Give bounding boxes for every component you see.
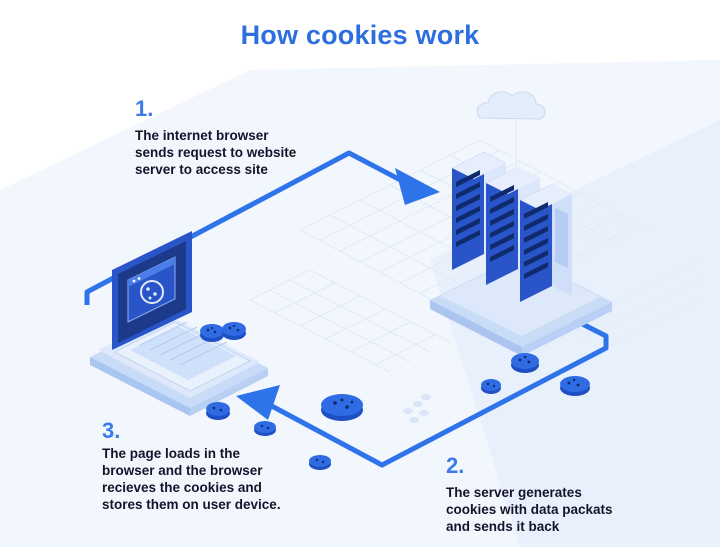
step-2-number: 2. — [446, 453, 465, 478]
arrow-line-response — [266, 302, 609, 468]
step-1-number: 1. — [135, 96, 154, 121]
server-rack-icon — [430, 118, 612, 356]
arrow-head-to-server — [395, 168, 440, 205]
arrow-line-request — [84, 150, 414, 305]
arrow-head-to-laptop — [236, 385, 280, 420]
step-3-line: The page loads in the — [102, 446, 241, 461]
page-title: How cookies work — [240, 20, 480, 50]
cookie-icon — [321, 394, 363, 421]
cookie-icon — [206, 402, 230, 420]
cloud-icon — [476, 91, 546, 120]
cookie-icon — [511, 353, 539, 373]
cookie-icon — [254, 421, 276, 436]
step-3-line: recieves the cookies and — [102, 480, 262, 495]
laptop-icon — [90, 231, 268, 416]
cookie-icon — [481, 379, 501, 394]
step-3-line: browser and the browser — [102, 463, 263, 478]
cookie-icon — [560, 376, 590, 396]
step-3-line: stores them on user device. — [102, 497, 281, 512]
step-2-line: cookies with data packats — [446, 502, 613, 517]
step-1-line: sends request to website — [135, 145, 297, 160]
step-1-description: The internet browser sends request to we… — [135, 127, 296, 178]
step-2-description: The server generates cookies with data p… — [446, 484, 613, 535]
step-1-line: The internet browser — [135, 128, 269, 143]
step-2-line: The server generates — [446, 485, 582, 500]
data-flow-path — [84, 150, 609, 468]
cookie-icon — [309, 455, 331, 470]
cookie-stack — [200, 322, 246, 342]
step-1-line: server to access site — [135, 162, 268, 177]
cookie-icon — [140, 280, 164, 304]
step-3-number: 3. — [102, 418, 121, 443]
step-2-line: and sends it back — [446, 519, 560, 534]
step-3-description: The page loads in the browser and the br… — [102, 445, 281, 513]
scattered-cookies — [206, 353, 590, 470]
